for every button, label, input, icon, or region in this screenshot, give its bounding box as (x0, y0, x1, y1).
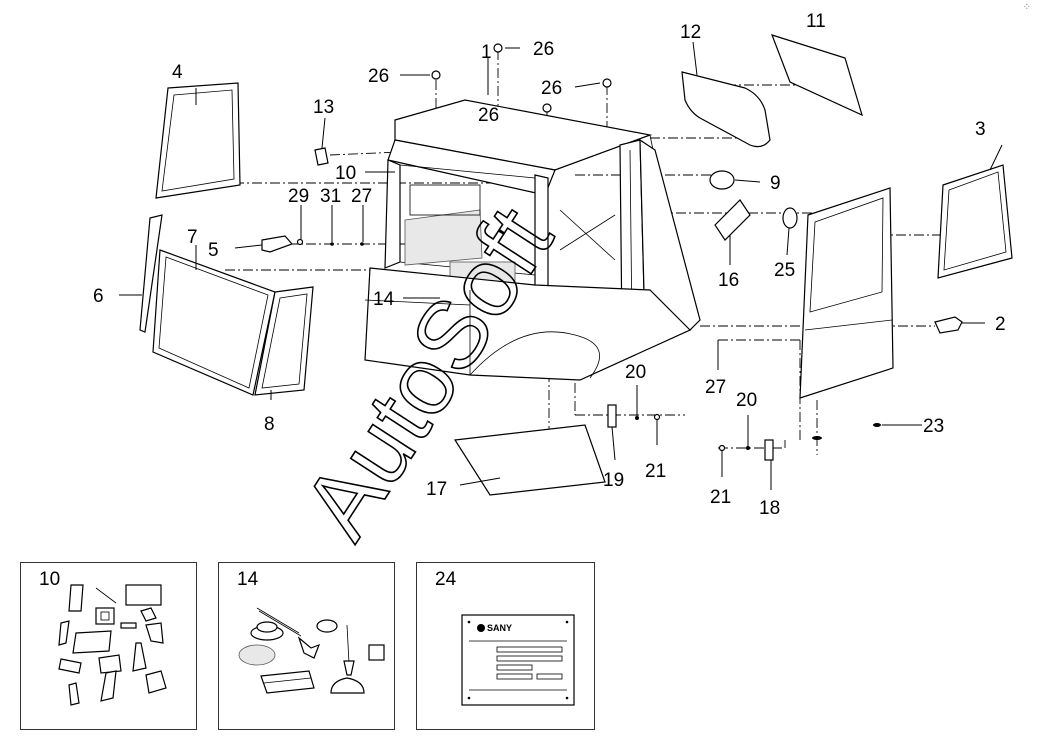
part-19-bracket (607, 404, 617, 428)
callout-23: 23 (923, 416, 944, 437)
callout-17: 17 (426, 479, 447, 500)
callout-26: 26 (533, 39, 554, 60)
callout-27: 27 (705, 377, 726, 398)
callout-10: 10 (335, 163, 356, 184)
part-8-window (254, 286, 314, 396)
bolts (296, 43, 881, 452)
part-11-glass (770, 34, 863, 117)
callout-12: 12 (680, 22, 701, 43)
leader-lines (119, 41, 1003, 490)
part-12-window (681, 71, 771, 148)
callout-9: 9 (770, 173, 781, 194)
callout-26: 26 (368, 66, 389, 87)
callout-13: 13 (313, 97, 334, 118)
callout-14: 14 (373, 289, 395, 310)
callout-1: 1 (481, 42, 492, 63)
part-25-dome (782, 207, 798, 229)
inset-label: 24 (435, 569, 457, 590)
callout-26: 26 (478, 105, 499, 126)
part-5-handle (261, 235, 294, 253)
callout-25: 25 (774, 260, 795, 281)
callout-7: 7 (187, 227, 198, 248)
callout-18: 18 (759, 498, 780, 519)
inset-panel-14: 14 (218, 562, 395, 730)
part-4-window (155, 82, 241, 199)
inset-label: 10 (39, 569, 61, 590)
inset-14-parts (238, 607, 385, 694)
callout-16: 16 (718, 270, 739, 291)
part-18-bracket (764, 439, 774, 461)
part-7-window (152, 249, 276, 396)
cab-body (364, 99, 701, 381)
callout-31: 31 (320, 186, 341, 207)
callout-11: 11 (806, 11, 826, 32)
callout-6: 6 (93, 286, 104, 307)
callout-19: 19 (603, 470, 624, 491)
part-17-mat (453, 424, 606, 496)
inset-label: 14 (237, 569, 259, 590)
part-2-handle (934, 316, 963, 334)
part-3-window (937, 164, 1013, 279)
callout-20: 20 (736, 390, 757, 411)
callout-labels: 1 26 26 26 26 13 10 4 29 31 27 5 7 6 8 1… (93, 11, 1006, 519)
part-6-glass (139, 214, 163, 333)
corner-mark: ⁘ (1022, 2, 1031, 13)
inset-24-nameplate: SANY (461, 614, 575, 706)
callout-2: 2 (995, 314, 1006, 335)
callout-27: 27 (351, 186, 372, 207)
part-13-latch (314, 147, 329, 166)
callout-21: 21 (710, 487, 731, 508)
callout-4: 4 (172, 62, 183, 83)
part-16-vent (714, 199, 751, 241)
inset-panel-10: 10 (20, 562, 197, 730)
inset-panel-24: 24 SANY (416, 562, 595, 730)
callout-5: 5 (208, 240, 219, 261)
callout-20: 20 (625, 362, 646, 383)
callout-26: 26 (541, 78, 562, 99)
callout-3: 3 (975, 119, 986, 140)
callout-8: 8 (264, 414, 275, 435)
part-9-light (709, 170, 735, 190)
callout-21: 21 (645, 461, 666, 482)
inset-10-parts (58, 584, 167, 706)
part-door (799, 187, 894, 399)
callout-29: 29 (288, 186, 309, 207)
nameplate-brand: SANY (487, 623, 512, 633)
